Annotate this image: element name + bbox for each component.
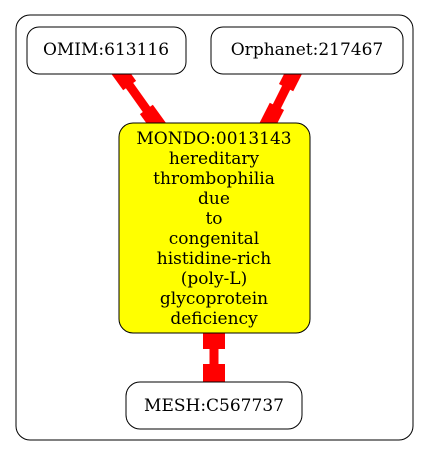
node-orphanet-label: Orphanet:217467 xyxy=(231,40,384,60)
edge-center-to-mesh xyxy=(203,328,225,386)
node-mesh-label: MESH:C567737 xyxy=(144,396,284,416)
node-mondo-label-line: histidine-rich xyxy=(157,249,272,269)
node-omim[interactable]: OMIM:613116 xyxy=(26,26,187,75)
node-omim-label: OMIM:613116 xyxy=(43,40,169,60)
node-mondo-label-line: (poly-L) xyxy=(181,269,247,289)
node-mondo-label-line: glycoprotein xyxy=(160,289,268,309)
node-orphanet[interactable]: Orphanet:217467 xyxy=(210,26,404,75)
node-mondo-label-line: hereditary xyxy=(169,149,260,169)
node-mondo-label-line: to xyxy=(205,209,222,229)
node-mondo-label-line: thrombophilia xyxy=(153,169,275,189)
node-mondo[interactable]: MONDO:0013143 hereditarythrombophiliadue… xyxy=(118,122,311,334)
node-mondo-box xyxy=(118,122,311,334)
node-mondo-label-line: due xyxy=(198,189,230,209)
node-mondo-label: hereditarythrombophiliaduetocongenitalhi… xyxy=(153,149,275,329)
node-mondo-label-line: deficiency xyxy=(170,309,258,329)
node-mesh[interactable]: MESH:C567737 xyxy=(125,381,303,430)
node-mondo-id: MONDO:0013143 xyxy=(136,129,291,149)
node-mondo-label-line: congenital xyxy=(169,229,259,249)
